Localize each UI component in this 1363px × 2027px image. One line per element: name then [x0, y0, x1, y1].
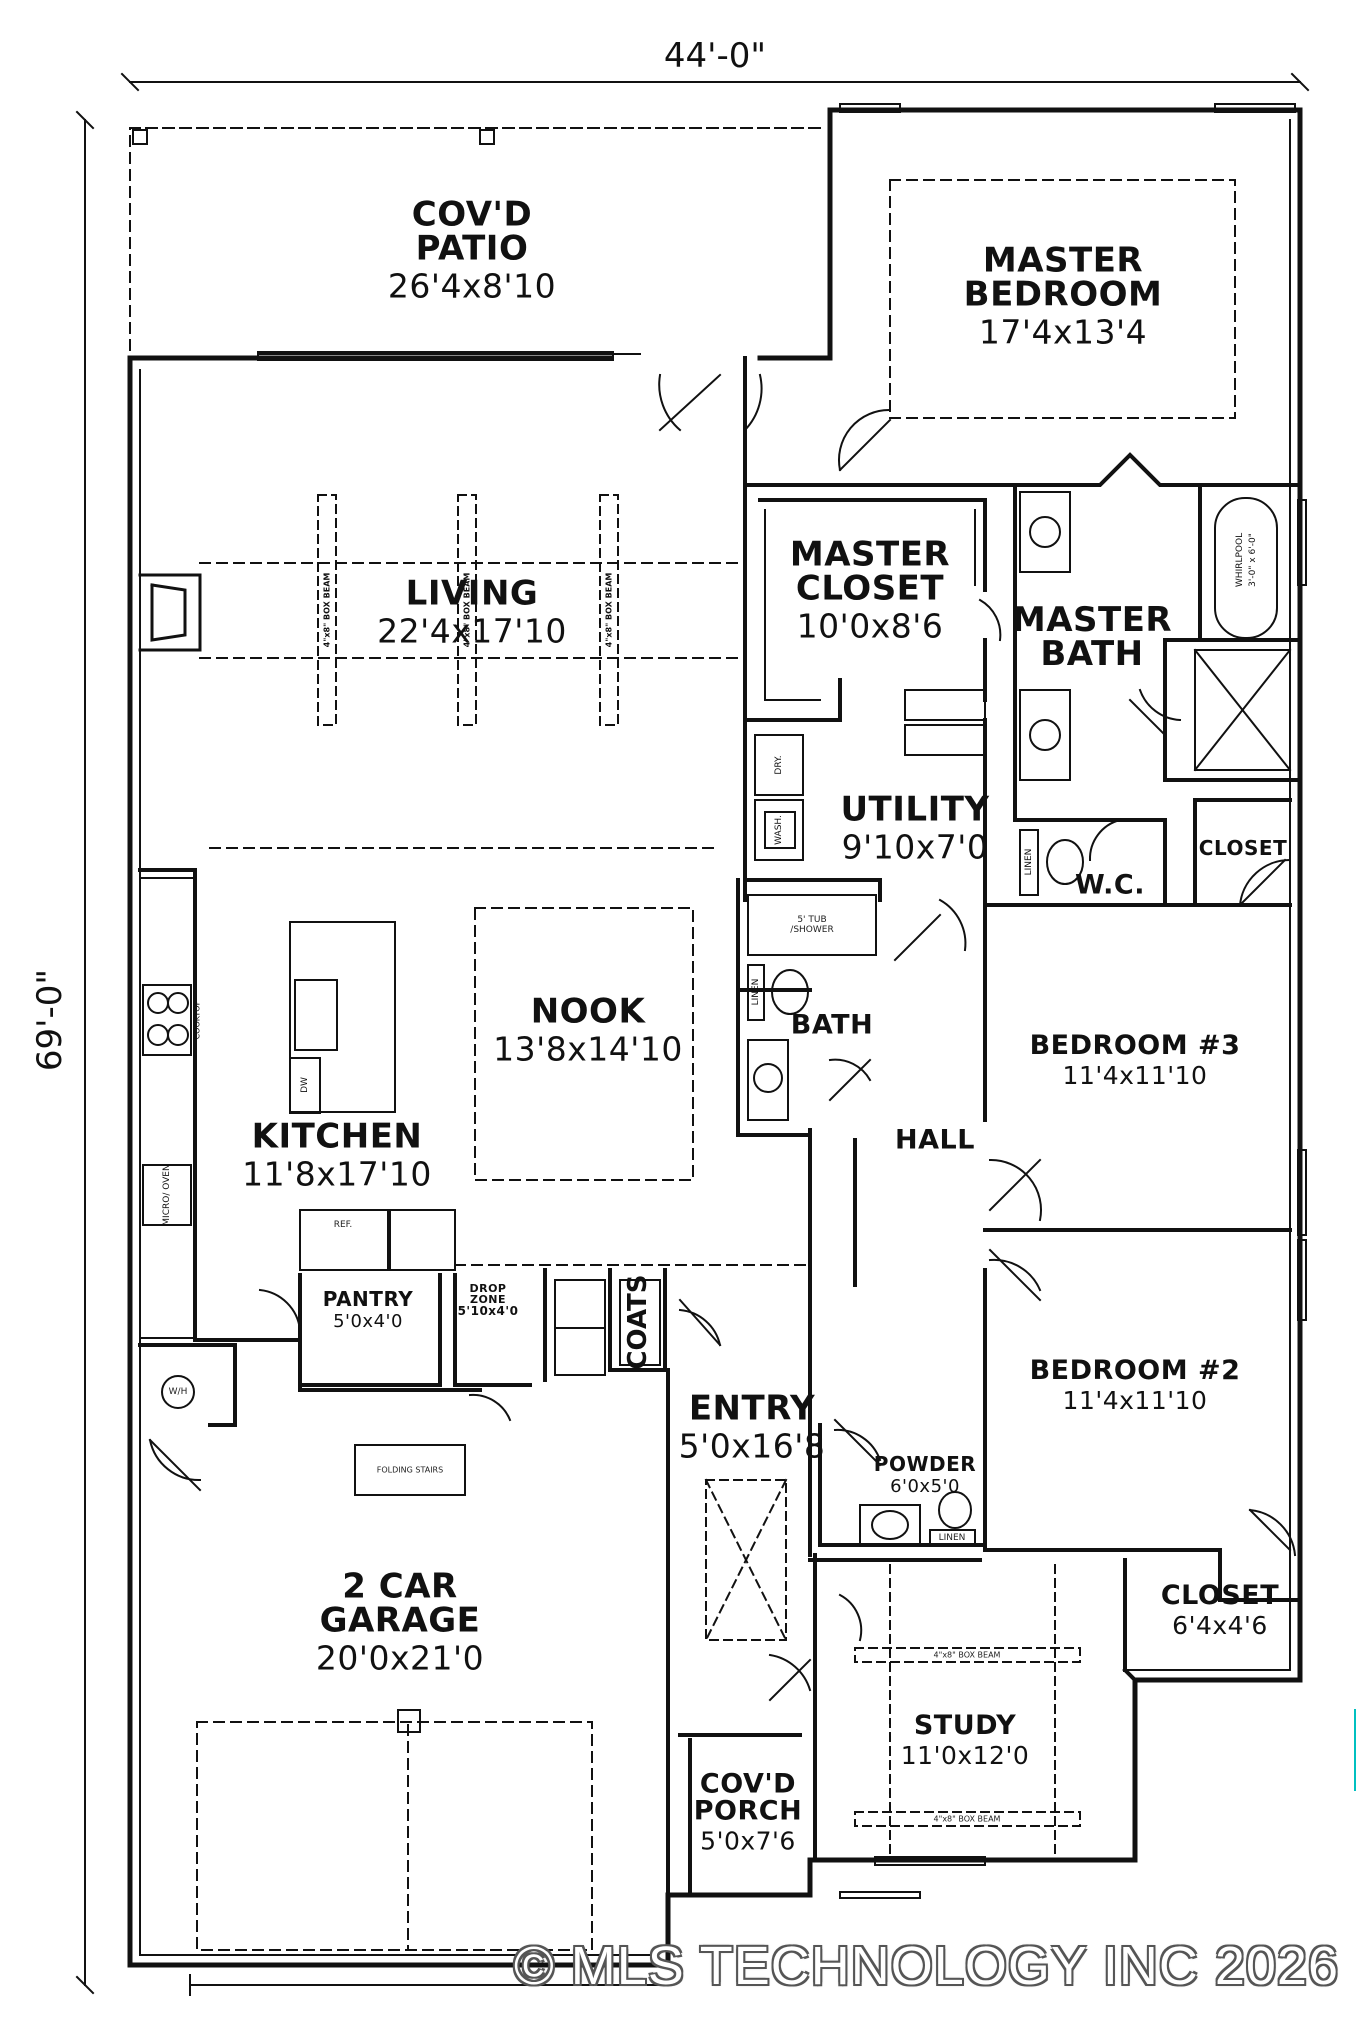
- entry-skylight: [704, 1478, 788, 1642]
- tray-ceiling: [889, 179, 1236, 419]
- interior-walls: [138, 356, 1302, 1957]
- micro-oven-label: MICRO/ OVEN: [162, 1164, 172, 1226]
- whirlpool-size-label: 3'-0" x 6'-0": [1248, 533, 1258, 587]
- doors: [148, 373, 1297, 1702]
- box-beam-label-4: 4"x8" BOX BEAM: [933, 1650, 1001, 1660]
- kitchen-counters: [139, 877, 661, 1376]
- dw-label: DW: [300, 1077, 310, 1093]
- dryer-label: DRY.: [774, 755, 784, 775]
- room-drop-zone: DROP ZONE 5'10x4'0: [457, 1282, 519, 1318]
- room-hall: HALL: [895, 1124, 975, 1156]
- linen-label-2: LINEN: [751, 978, 761, 1006]
- tub-shower-label: 5' TUB /SHOWER: [790, 915, 834, 935]
- room-wc: W.C.: [1075, 869, 1145, 901]
- dimension-lines: [75, 72, 1310, 1995]
- box-beam-label-1: 4"x8" BOX BEAM: [322, 572, 332, 648]
- box-beam-label-2: 4"x8" BOX BEAM: [462, 572, 472, 648]
- box-beams: [317, 494, 1081, 1827]
- ref-label: REF.: [333, 1220, 353, 1230]
- wh-label: W/H: [168, 1387, 188, 1397]
- cooktop-label: COOKTOP: [192, 1000, 202, 1040]
- exterior-walls: [127, 107, 1303, 1968]
- shower: [1193, 648, 1292, 772]
- room-closet-top: CLOSET: [1198, 836, 1288, 860]
- box-beam-label-5: 4"x8" BOX BEAM: [933, 1814, 1001, 1824]
- patio-outline: [129, 127, 826, 351]
- linen-label-3: LINEN: [938, 1533, 966, 1543]
- folding-stairs-label: FOLDING STAIRS: [376, 1465, 444, 1475]
- room-bath: BATH: [790, 1009, 874, 1041]
- overall-width: 44'-0": [663, 36, 767, 76]
- linen-label-1: LINEN: [1024, 848, 1034, 876]
- watermark: © MLS TECHNOLOGY INC 2026: [513, 1936, 1339, 1996]
- overall-depth: 69'-0": [30, 968, 70, 1072]
- room-coats: COATS: [623, 1274, 653, 1370]
- fireplace: [138, 573, 202, 652]
- windows: [257, 103, 1307, 1899]
- washer-label: WASH.: [774, 815, 784, 845]
- box-beam-label-3: 4"x8" BOX BEAM: [604, 572, 614, 648]
- whirlpool-tub: [1214, 497, 1278, 639]
- whirlpool-label: WHIRLPOOL: [1235, 532, 1245, 588]
